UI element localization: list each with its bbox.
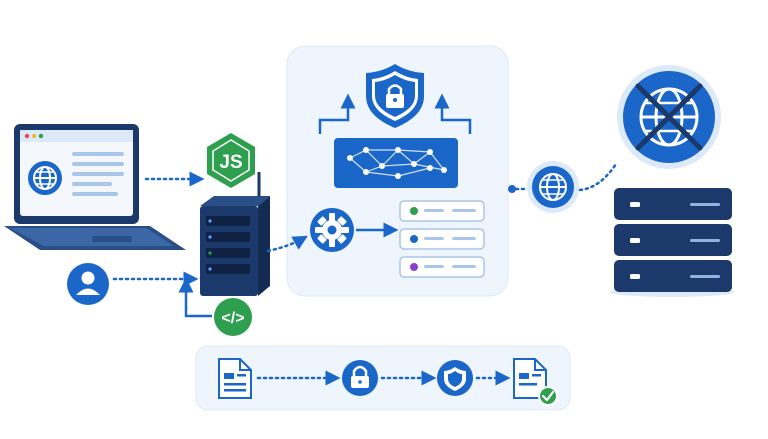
data-row-icon	[399, 200, 485, 222]
neural-network-icon	[334, 138, 458, 188]
globe-blocked-icon	[617, 65, 721, 169]
document-check-icon	[513, 358, 558, 406]
server-to-code-connector	[178, 277, 212, 318]
shield-lock-icon	[366, 64, 424, 128]
globe-icon	[28, 161, 62, 195]
nodejs-icon: JS	[207, 133, 255, 188]
upward-arrows	[318, 93, 472, 134]
data-row-list	[399, 200, 485, 278]
nodejs-label: JS	[219, 152, 242, 173]
data-row-icon	[399, 256, 485, 278]
data-row-icon	[399, 228, 485, 250]
gear-icon	[310, 208, 354, 252]
globe-to-rack-connector	[578, 162, 618, 192]
code-badge-label: </>	[221, 310, 244, 327]
shield-icon	[437, 360, 473, 396]
document-icon	[218, 358, 252, 399]
server-rack-icon	[610, 188, 734, 297]
code-icon: </>	[214, 298, 252, 336]
panel-to-globe-connector	[508, 185, 530, 193]
lock-icon	[342, 360, 378, 396]
globe-icon	[527, 161, 579, 213]
user-icon	[67, 263, 109, 305]
server-tower-icon	[200, 196, 270, 296]
server-to-gear-connector	[266, 235, 308, 253]
